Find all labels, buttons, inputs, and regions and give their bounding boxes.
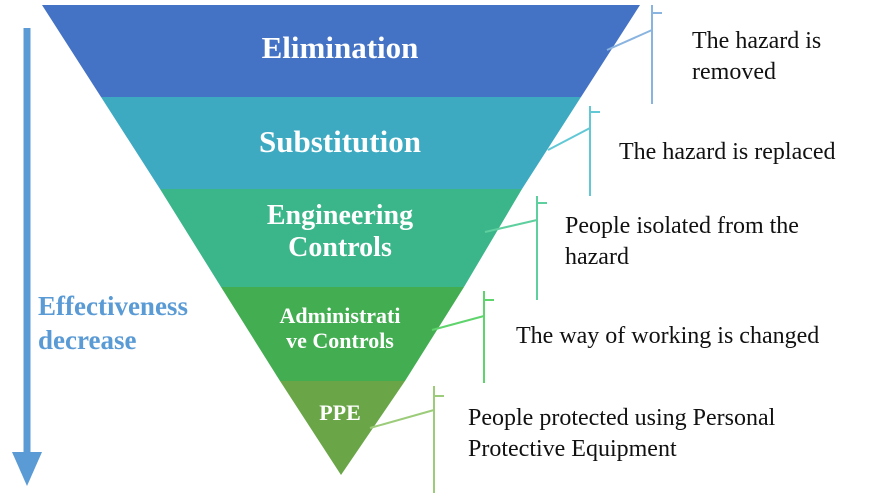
description-line: Protective Equipment [468,436,677,463]
tier-label-line: Controls [288,232,392,264]
tier-label-ppe: PPE [300,400,380,425]
tier-elimination-band [42,5,640,97]
tier-label-elimination: Elimination [200,30,480,66]
description-elimination: The hazard is removed [692,26,821,88]
description-line: People protected using Personal [468,405,776,431]
tier-label-administrative: Administrati ve Controls [240,303,440,354]
description-line: The hazard is replaced [619,139,836,165]
tier-label-line: Substitution [259,124,421,159]
description-substitution: The hazard is replaced [619,137,836,168]
tier-engineering-band [160,189,522,287]
tier-ppe-band [280,381,405,475]
description-administrative: The way of working is changed [516,321,819,352]
effectiveness-arrow-head [12,452,42,486]
bracket-administrative [431,291,494,383]
bracket-ppe [369,386,444,493]
description-line: The way of working is changed [516,323,820,349]
description-line: The hazard is [692,28,822,54]
tier-label-line: ve Controls [286,328,394,354]
description-line: removed [692,59,776,86]
description-line: People isolated from the [565,213,799,239]
description-ppe: People protected using Personal Protecti… [468,403,775,465]
bracket-substitution [547,106,600,196]
description-engineering: People isolated from the hazard [565,211,799,273]
effectiveness-label-line: decrease [38,324,137,355]
tier-label-engineering: Engineering Controls [200,200,480,264]
bracket-elimination [606,5,662,104]
tier-substitution-band [101,97,581,189]
effectiveness-label: Effectiveness decrease [38,290,188,358]
tier-label-line: Engineering [266,200,414,231]
effectiveness-label-line: Effectiveness [38,291,188,321]
tier-label-substitution: Substitution [200,124,480,160]
tier-label-line: PPE [319,400,361,425]
tier-label-line: Administrati [279,303,401,328]
bracket-engineering [484,196,547,300]
tier-label-line: Elimination [261,30,419,65]
tier-administrative-band [221,287,464,381]
description-line: hazard [565,244,629,271]
